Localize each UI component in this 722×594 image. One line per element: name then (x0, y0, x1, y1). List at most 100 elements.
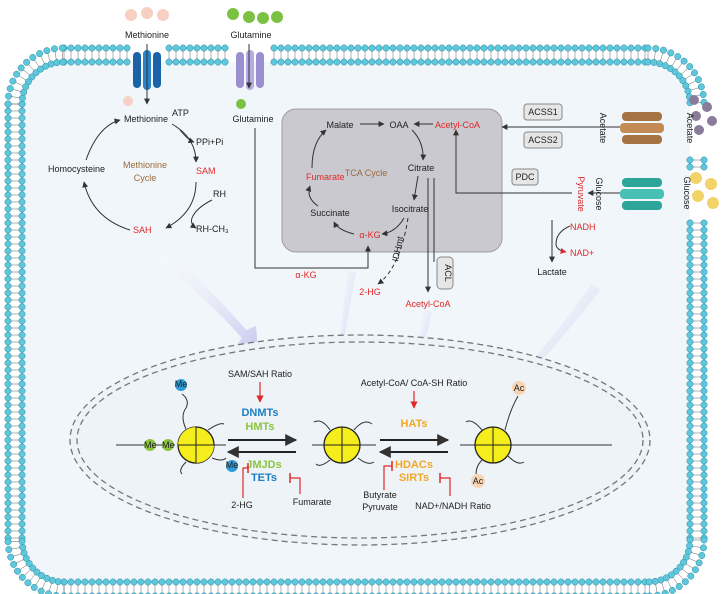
flow-arrow-1 (160, 252, 258, 350)
methionine-molecules (125, 7, 169, 21)
nad-ratio-inhibit-line (440, 477, 451, 496)
lactate-label: Lactate (537, 267, 567, 277)
acl-label: ACL (443, 264, 453, 282)
me-histone-bottom-label: Me (226, 460, 239, 470)
methionine-molecule-inside (123, 96, 133, 106)
two-hg-cytosol-label: 2-HG (359, 287, 381, 297)
hdacs-label: HDACs (395, 459, 433, 471)
malate-label: Malate (326, 120, 353, 130)
oaa-label: OAA (389, 120, 408, 130)
hcy-to-met-arrow (85, 118, 121, 161)
citrate-to-isocitrate-arrow (411, 175, 419, 201)
oaa-to-citrate-arrow (411, 129, 427, 161)
succinate-label: Succinate (310, 208, 350, 218)
fumarate-inhibit-line (290, 477, 301, 494)
rh-arrow (189, 199, 213, 229)
sirts-label: SIRTs (399, 472, 429, 484)
pdc-box (511, 168, 539, 186)
two-hg-inhibit-line (242, 467, 248, 498)
succinate-to-fumarate-arrow (305, 185, 319, 207)
me-dna-label-2: Me (162, 440, 175, 450)
nucleosome-unmodified (313, 420, 375, 466)
sam-to-sah-arrow (165, 181, 197, 229)
me-bead-2 (162, 439, 174, 451)
isocitrate-label: Isocitrate (392, 204, 429, 214)
nadh-label: NADH (570, 222, 596, 232)
homocysteine-label: Homocysteine (48, 164, 105, 174)
nucleosome-methylated (177, 393, 227, 475)
me-histone-bottom (226, 460, 238, 472)
jmjds-label: JMJDs (246, 459, 281, 471)
dnmts-label: DNMTs (241, 407, 278, 419)
sah-to-hcy-arrow (82, 181, 131, 231)
acetyl-coa-mito-label: Acetyl-CoA (435, 120, 480, 130)
pdc-label: PDC (515, 172, 535, 182)
ac-histone-bottom (471, 474, 485, 488)
butyrate-label: Butyrate (363, 490, 397, 500)
glutamine-molecule-inside (236, 99, 246, 109)
acetate-inner-label: Acetate (598, 113, 608, 144)
hmts-label: HMTs (245, 421, 274, 433)
glutamine-inside-label: Glutamine (232, 114, 273, 124)
ac-histone-bottom-label: Ac (473, 476, 484, 486)
fumarate-nucleus-label: Fumarate (293, 497, 332, 507)
nadh-conversion-arrow (555, 225, 571, 254)
nad-plus-label: NAD+ (570, 248, 594, 258)
nad-ratio-label: NAD+/NADH Ratio (415, 501, 491, 511)
isocitrate-to-akg-arrow (381, 217, 405, 237)
ac-histone-top-label: Ac (514, 383, 525, 393)
idhmt-arrow (377, 217, 409, 285)
acetate-outside-label: Acetate (685, 113, 695, 144)
nucleosome-acetylated (465, 395, 525, 475)
atp-label: ATP (172, 108, 189, 118)
glutamine-transporter (236, 50, 264, 90)
acetate-molecules (689, 95, 717, 135)
akg-mito-label: α-KG (359, 230, 380, 240)
pyruvate-nucleus-label: Pyruvate (362, 502, 398, 512)
rh-label: RH (213, 189, 226, 199)
acetate-transporter (620, 112, 664, 144)
acl-enzyme-box (436, 256, 454, 290)
acss2-box (523, 131, 563, 149)
flow-arrow-4 (524, 284, 600, 378)
me-histone-top-label: Me (175, 379, 188, 389)
ppi-pi-label: PPi+Pi (196, 137, 223, 147)
acetyl-coa-cytosol-label: Acetyl-CoA (405, 299, 450, 309)
fumarate-to-malate-arrow (311, 129, 327, 169)
sah-label: SAH (133, 225, 152, 235)
me-dna-label-1: Me (144, 440, 157, 450)
glutamine-molecules (227, 8, 283, 24)
glucose-inner-label: Glucose (594, 177, 604, 210)
flow-arrow-2 (334, 270, 356, 362)
glucose-molecules (690, 172, 719, 209)
tca-cycle-title: TCA Cycle (345, 168, 388, 178)
methionine-label: Methionine (124, 114, 168, 124)
fumarate-label: Fumarate (306, 172, 345, 182)
glutamine-to-akg-arrow (254, 128, 371, 269)
two-hg-nucleus-label: 2-HG (231, 500, 253, 510)
me-bead-1 (144, 439, 156, 451)
methionine-outside-label: Methionine (125, 30, 169, 40)
tets-label: TETs (251, 472, 277, 484)
glucose-outside-label: Glucose (682, 176, 692, 209)
ac-histone-top (512, 381, 526, 395)
acetyl-ratio-label: Acetyl-CoA/ CoA-SH Ratio (361, 378, 468, 388)
akg-cytosol-label: α-KG (295, 270, 316, 280)
hats-label: HATs (400, 418, 427, 430)
glucose-transporter (620, 178, 664, 210)
sam-sah-ratio-label: SAM/SAH Ratio (228, 369, 292, 379)
acss1-label: ACSS1 (528, 107, 558, 117)
pyruvate-to-acetylcoa-arrow (453, 129, 572, 194)
butyrate-inhibit-line (383, 465, 392, 490)
ppi-arrow (179, 129, 195, 144)
akg-to-succinate-arrow (333, 221, 355, 235)
rh-ch3-label: RH-CH₃ (196, 224, 229, 234)
acss2-label: ACSS2 (528, 135, 558, 145)
acss1-box (523, 103, 563, 121)
methionine-cycle-title-1: Methionine (123, 160, 167, 170)
methionine-cycle-title-2: Cycle (134, 173, 157, 183)
glutamine-outside-label: Glutamine (230, 30, 271, 40)
sam-label: SAM (196, 166, 216, 176)
me-histone-top (175, 379, 187, 391)
